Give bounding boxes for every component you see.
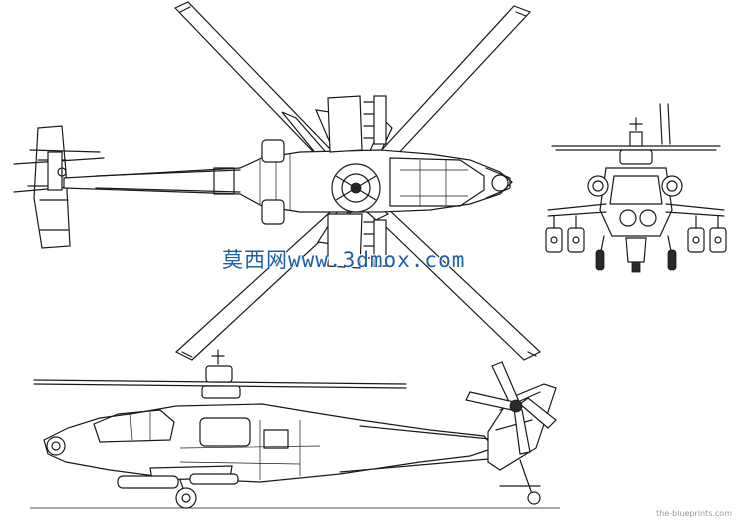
front-view-weapons [545,215,727,253]
top-view-stub-wings [261,95,387,269]
side-view [30,349,560,509]
credit-text: the-blueprints.com [656,509,732,518]
side-view-engine [199,417,251,447]
top-view-tail [13,125,105,249]
side-view-fuselage [43,403,496,483]
watermark-text: 莫西网www.3dmox.com [222,248,466,272]
front-view [545,103,727,273]
side-view-mast-cross [211,349,225,365]
front-view-stub-wings [547,203,725,211]
side-view-nose-sensor [46,436,66,456]
side-view-tail-rotor [465,361,557,455]
front-view-tail-rotor-edge [659,103,671,145]
side-view-canopy [93,409,175,443]
side-view-rocket-pod [117,475,179,489]
side-view-tail-boom [339,425,501,473]
top-view-fuselage [63,149,513,213]
front-view-gun-turret [625,237,647,263]
front-view-fuselage [599,167,673,237]
top-view [13,1,542,361]
front-view-mast-cross [629,117,643,131]
front-view-engine-right [661,175,683,197]
front-view-engine-left [587,175,609,197]
top-view-rotor-hub [331,163,381,213]
